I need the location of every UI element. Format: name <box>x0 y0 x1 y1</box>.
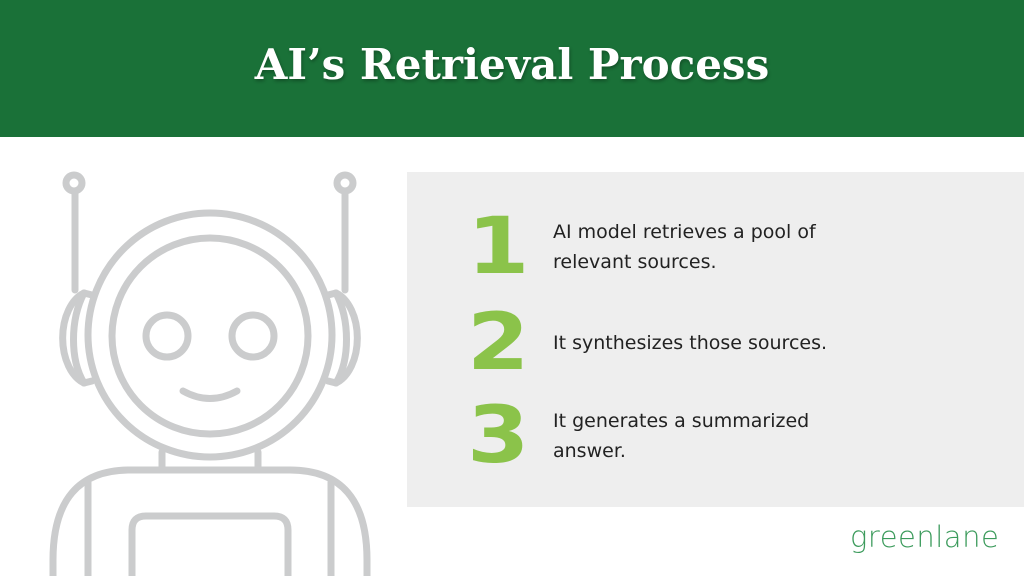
header-banner: AI’s Retrieval Process <box>0 0 1024 137</box>
robot-icon <box>49 171 371 576</box>
step-text: It synthesizes those sources. <box>553 332 828 354</box>
step-number: 3 <box>466 391 529 481</box>
step-3: 3 It generates a summarized answer. <box>467 397 853 475</box>
step-1: 1 AI model retrieves a pool of relevant … <box>467 208 853 286</box>
greenlane-logo: greenlane <box>850 520 1000 554</box>
steps-panel: 1 AI model retrieves a pool of relevant … <box>407 172 1024 507</box>
step-number: 1 <box>466 202 529 292</box>
step-text: AI model retrieves a pool of relevant so… <box>553 221 816 273</box>
step-text: It generates a summarized answer. <box>553 410 810 462</box>
page-title: AI’s Retrieval Process <box>254 40 770 89</box>
step-number: 2 <box>466 298 529 388</box>
step-2: 2 It synthesizes those sources. <box>467 304 853 382</box>
